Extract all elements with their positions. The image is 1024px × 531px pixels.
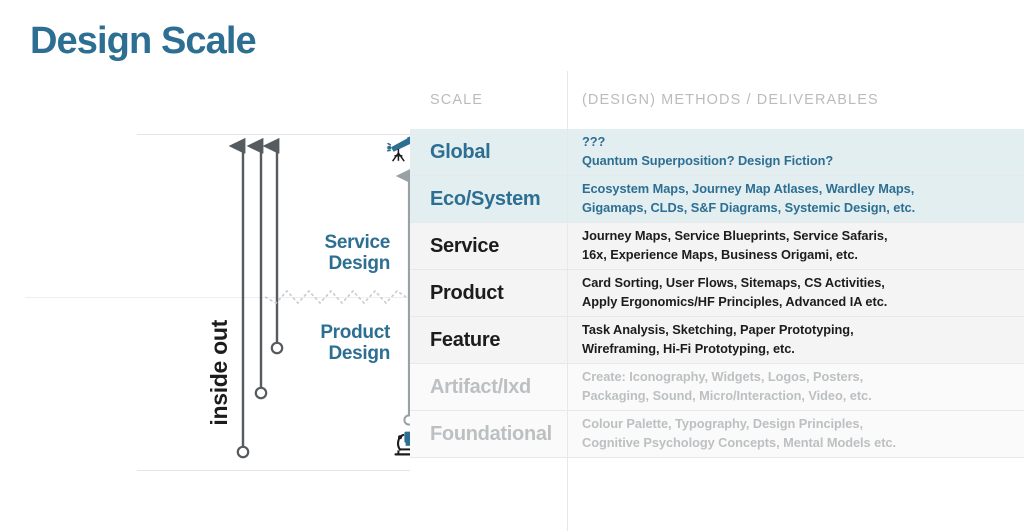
table-row[interactable]: Artifact/Ixd Create: Iconography, Widget… bbox=[410, 364, 1024, 411]
page-title: Design Scale bbox=[30, 20, 257, 62]
arrow-endpoint-2 bbox=[254, 386, 268, 400]
methods-label: Journey Maps, Service Blueprints, Servic… bbox=[582, 228, 888, 262]
empty-cell-methods bbox=[568, 458, 1024, 531]
column-header-methods: (DESIGN) METHODS / DELIVERABLES bbox=[582, 92, 879, 108]
table-row[interactable]: Product Card Sorting, User Flows, Sitema… bbox=[410, 270, 1024, 317]
methods-label: Card Sorting, User Flows, Sitemaps, CS A… bbox=[582, 275, 888, 309]
scale-cell-product: Product bbox=[410, 270, 568, 316]
scale-label: Foundational bbox=[430, 422, 552, 445]
table-header-row: SCALE (DESIGN) METHODS / DELIVERABLES bbox=[410, 71, 1024, 129]
table-row[interactable]: Feature Task Analysis, Sketching, Paper … bbox=[410, 317, 1024, 364]
empty-cell-scale bbox=[410, 458, 568, 531]
scale-cell-foundational: Foundational bbox=[410, 411, 568, 457]
scale-label: Global bbox=[430, 140, 491, 163]
methods-label: Colour Palette, Typography, Design Princ… bbox=[582, 416, 896, 450]
methods-cell-global: ??? Quantum Superposition? Design Fictio… bbox=[568, 129, 1024, 175]
methods-label: ??? Quantum Superposition? Design Fictio… bbox=[582, 134, 834, 168]
methods-cell-ecosystem: Ecosystem Maps, Journey Map Atlases, War… bbox=[568, 176, 1024, 222]
scale-cell-ecosystem: Eco/System bbox=[410, 176, 568, 222]
header-cell-scale: SCALE bbox=[410, 71, 568, 129]
scale-cell-service: Service bbox=[410, 223, 568, 269]
arrow-endpoint-3 bbox=[270, 341, 284, 355]
methods-cell-service: Journey Maps, Service Blueprints, Servic… bbox=[568, 223, 1024, 269]
inside-out-label: inside out bbox=[206, 320, 232, 426]
scale-label: Product bbox=[430, 281, 504, 304]
table-row-empty bbox=[410, 458, 1024, 531]
methods-label: Create: Iconography, Widgets, Logos, Pos… bbox=[582, 369, 872, 403]
product-design-label: Product Design bbox=[320, 322, 390, 365]
methods-label: Task Analysis, Sketching, Paper Prototyp… bbox=[582, 322, 854, 356]
methods-cell-artifact: Create: Iconography, Widgets, Logos, Pos… bbox=[568, 364, 1024, 410]
table-row[interactable]: Service Journey Maps, Service Blueprints… bbox=[410, 223, 1024, 270]
scale-label: Artifact/Ixd bbox=[430, 375, 531, 398]
header-cell-methods: (DESIGN) METHODS / DELIVERABLES bbox=[568, 71, 1024, 129]
table-row[interactable]: Global ??? Quantum Superposition? Design… bbox=[410, 129, 1024, 176]
scale-cell-feature: Feature bbox=[410, 317, 568, 363]
table-row[interactable]: Eco/System Ecosystem Maps, Journey Map A… bbox=[410, 176, 1024, 223]
scale-label: Service bbox=[430, 234, 500, 257]
methods-label: Ecosystem Maps, Journey Map Atlases, War… bbox=[582, 181, 916, 215]
scale-table: SCALE (DESIGN) METHODS / DELIVERABLES Gl… bbox=[410, 71, 1024, 531]
scale-cell-global: Global bbox=[410, 129, 568, 175]
arrow-endpoint-1 bbox=[236, 445, 250, 459]
methods-cell-feature: Task Analysis, Sketching, Paper Prototyp… bbox=[568, 317, 1024, 363]
methods-cell-product: Card Sorting, User Flows, Sitemaps, CS A… bbox=[568, 270, 1024, 316]
service-design-label: Service Design bbox=[324, 232, 390, 275]
table-row[interactable]: Foundational Colour Palette, Typography,… bbox=[410, 411, 1024, 458]
scale-cell-artifact: Artifact/Ixd bbox=[410, 364, 568, 410]
scale-label: Feature bbox=[430, 328, 501, 351]
column-header-scale: SCALE bbox=[430, 92, 484, 108]
methods-cell-foundational: Colour Palette, Typography, Design Princ… bbox=[568, 411, 1024, 457]
scale-label: Eco/System bbox=[430, 187, 541, 210]
